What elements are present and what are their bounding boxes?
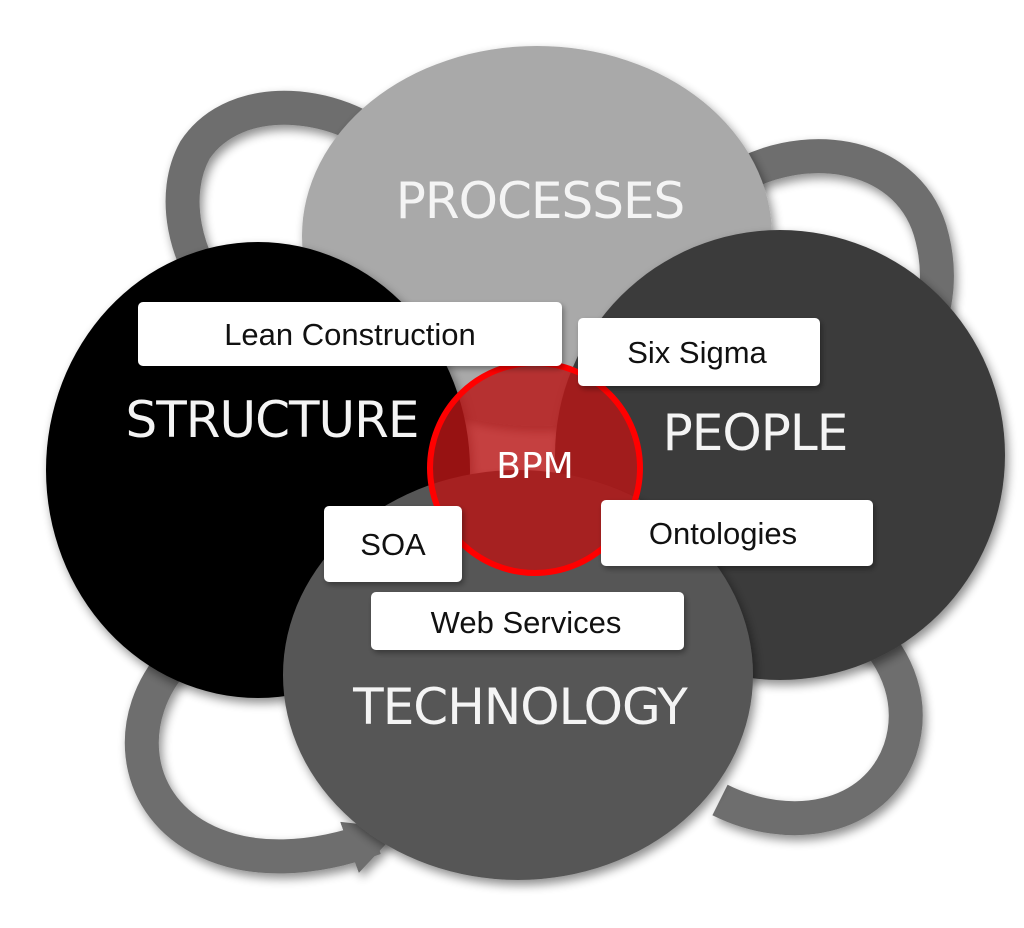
tag-six-sigma xyxy=(578,318,820,386)
arrow-top-left-icon xyxy=(165,90,417,321)
tag-ontologies xyxy=(601,500,873,566)
technology-label: TECHNOLOGY xyxy=(352,678,688,736)
tag-soa xyxy=(324,506,462,582)
arrow-bottom-right-icon xyxy=(712,606,923,836)
processes-label: PROCESSES xyxy=(396,172,685,230)
bpm-label: BPM xyxy=(496,446,573,487)
tag-lean-construction-label: Lean Construction xyxy=(224,317,476,352)
tag-soa-label: SOA xyxy=(360,527,426,562)
tag-ontologies-label: Ontologies xyxy=(649,516,797,551)
tag-web-services xyxy=(371,592,684,650)
structure-label: STRUCTURE xyxy=(125,391,418,449)
arrow-bottom-left-icon xyxy=(124,648,401,874)
tag-web-services-label: Web Services xyxy=(431,605,622,640)
tag-lean-construction xyxy=(138,302,562,366)
people-label: PEOPLE xyxy=(663,404,848,462)
tag-six-sigma-label: Six Sigma xyxy=(627,335,767,370)
